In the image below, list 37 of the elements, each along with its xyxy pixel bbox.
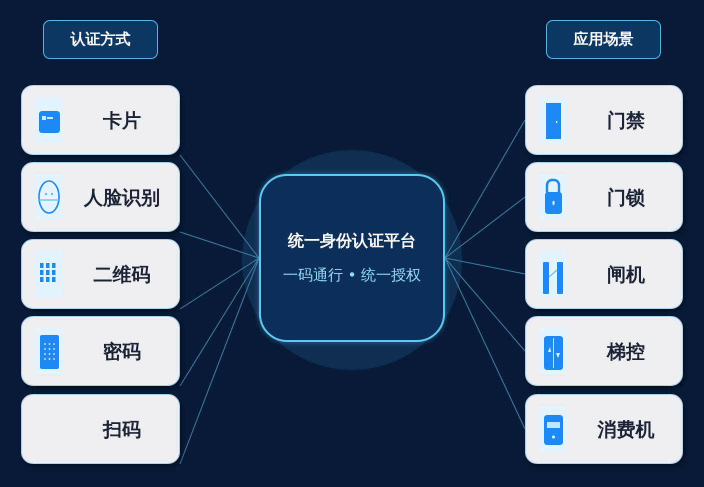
connector-line bbox=[444, 120, 526, 258]
item-label: 消费机 bbox=[596, 418, 656, 443]
item-label: 闸机 bbox=[606, 263, 646, 288]
connector-line bbox=[180, 258, 260, 310]
item-box bbox=[21, 85, 180, 155]
header-label: 认证方式 bbox=[70, 30, 130, 49]
item-label: 密码 bbox=[102, 340, 142, 365]
item-box bbox=[525, 162, 683, 232]
header-box bbox=[546, 20, 661, 59]
connector-line bbox=[180, 258, 260, 464]
item-label: 扫码 bbox=[101, 418, 142, 443]
connector-line bbox=[444, 258, 526, 430]
connector-line bbox=[180, 232, 260, 258]
item-label: 门禁 bbox=[606, 109, 646, 134]
item-box bbox=[21, 239, 180, 309]
connector-line bbox=[444, 258, 526, 274]
item-box bbox=[525, 316, 683, 386]
item-label: 二维码 bbox=[92, 263, 152, 288]
item-box bbox=[21, 316, 180, 386]
platform-title: 统一身份认证平台 bbox=[288, 231, 416, 252]
item-box bbox=[525, 85, 683, 155]
connector-line bbox=[180, 258, 260, 386]
item-label: 人脸识别 bbox=[82, 186, 161, 211]
connector-line bbox=[444, 258, 526, 352]
platform-box bbox=[259, 174, 445, 342]
platform-slogan: 一码通行 • 统一授权 bbox=[282, 266, 422, 285]
item-label: 门锁 bbox=[606, 186, 646, 211]
connector-line bbox=[180, 154, 260, 258]
header-box bbox=[43, 20, 158, 59]
item-label: 梯控 bbox=[606, 340, 646, 365]
header-label: 应用场景 bbox=[574, 30, 634, 49]
item-box bbox=[525, 394, 683, 464]
item-box bbox=[21, 162, 180, 232]
item-box bbox=[525, 239, 683, 309]
item-box bbox=[21, 394, 180, 464]
item-label: 卡片 bbox=[102, 109, 142, 134]
connector-line bbox=[444, 196, 526, 258]
